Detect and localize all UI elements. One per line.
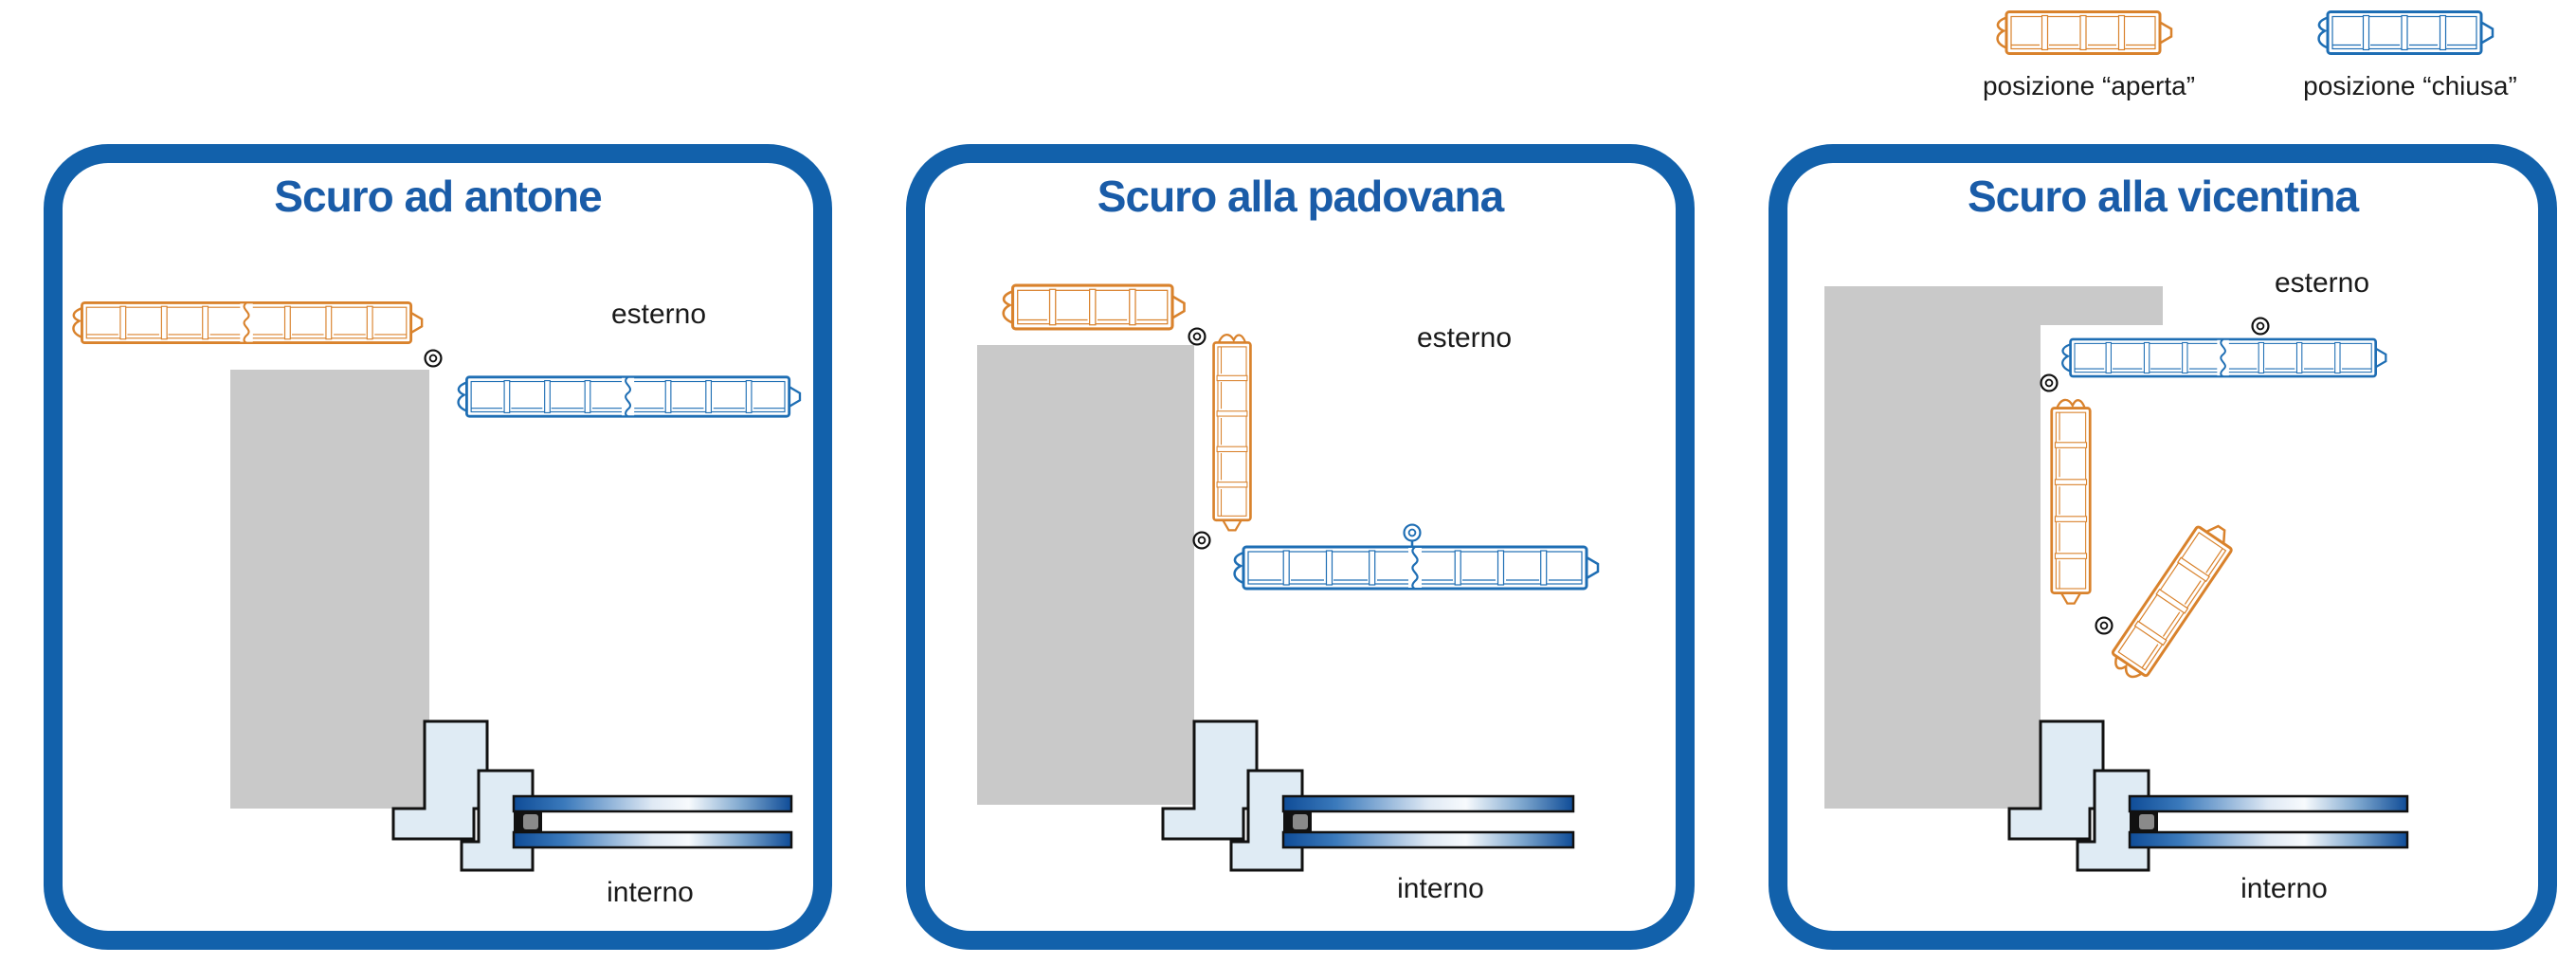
- hinge-icon: [2251, 317, 2270, 336]
- open-shutter-slat-folded: [2105, 515, 2240, 686]
- glass-pane-inner: [2128, 830, 2409, 849]
- window-frame-section: [1161, 719, 1575, 872]
- closed-shutter-slat: [2060, 337, 2387, 378]
- panel-scuro-alla-vicentina: Scuro alla vicentina esterno interno: [1769, 144, 2557, 950]
- wall: [1824, 286, 2163, 809]
- hinge-icon-blue: [1403, 523, 1422, 542]
- double-glazing: [2128, 794, 2409, 849]
- window-frame-section: [391, 719, 793, 872]
- hinge-icon: [1192, 531, 1211, 550]
- panel-title: Scuro alla vicentina: [1967, 172, 2359, 221]
- esterno-label: esterno: [1416, 322, 1513, 354]
- hinge-icon: [424, 349, 443, 368]
- panel-title: Scuro ad antone: [274, 172, 602, 221]
- frame-jamb: [391, 719, 489, 841]
- legend-item-closed: posizione “chiusa”: [2268, 8, 2552, 101]
- interno-label: interno: [1397, 873, 1484, 904]
- hinge-icon: [1188, 327, 1206, 346]
- glazing-spacer: [2139, 814, 2154, 829]
- antone-diagram: [44, 144, 832, 950]
- open-shutter-slat-vertical: [1212, 333, 1252, 532]
- open-shutter-slat: [71, 300, 424, 345]
- frame-jamb: [1161, 719, 1259, 841]
- glass-pane-outer: [512, 794, 793, 813]
- wall: [230, 370, 429, 809]
- double-glazing: [512, 794, 793, 849]
- shutter-profile-open-icon: [1996, 9, 2173, 56]
- closed-shutter-slat: [457, 375, 802, 418]
- esterno-label: esterno: [2274, 267, 2370, 299]
- hinge-icon: [2095, 616, 2113, 635]
- legend-label-open: posizione “aperta”: [1982, 71, 2196, 100]
- panel-border: [44, 144, 832, 950]
- glass-pane-outer: [2128, 794, 2409, 813]
- legend-item-open: posizione “aperta”: [1947, 8, 2231, 101]
- window-frame-section: [2007, 719, 2409, 872]
- glass-pane-inner: [1281, 830, 1575, 849]
- esterno-label: esterno: [610, 299, 707, 330]
- vicentina-diagram: [1769, 144, 2557, 950]
- wall: [977, 345, 1194, 805]
- panel-border: [906, 144, 1695, 950]
- closed-shutter-slat: [1232, 545, 1600, 591]
- double-glazing: [1281, 794, 1575, 849]
- panel-title: Scuro alla padovana: [1097, 172, 1504, 221]
- panel-border: [1769, 144, 2557, 950]
- panel-scuro-ad-antone: Scuro ad antone esterno interno: [44, 144, 832, 950]
- open-shutter-slat-top: [1002, 283, 1187, 331]
- legend-label-closed: posizione “chiusa”: [2303, 71, 2517, 100]
- glazing-spacer: [1293, 814, 1308, 829]
- interno-label: interno: [607, 877, 694, 908]
- panel-scuro-alla-padovana: Scuro alla padovana esterno interno: [906, 144, 1695, 950]
- glass-pane-outer: [1281, 794, 1575, 813]
- frame-jamb: [2007, 719, 2105, 841]
- padovana-diagram: [906, 144, 1695, 950]
- interno-label: interno: [2240, 873, 2328, 904]
- glass-pane-inner: [512, 830, 793, 849]
- hinge-icon: [2040, 373, 2059, 392]
- glazing-spacer: [523, 814, 538, 829]
- open-shutter-slat-vertical: [2050, 398, 2092, 606]
- shutter-profile-closed-icon: [2317, 9, 2494, 56]
